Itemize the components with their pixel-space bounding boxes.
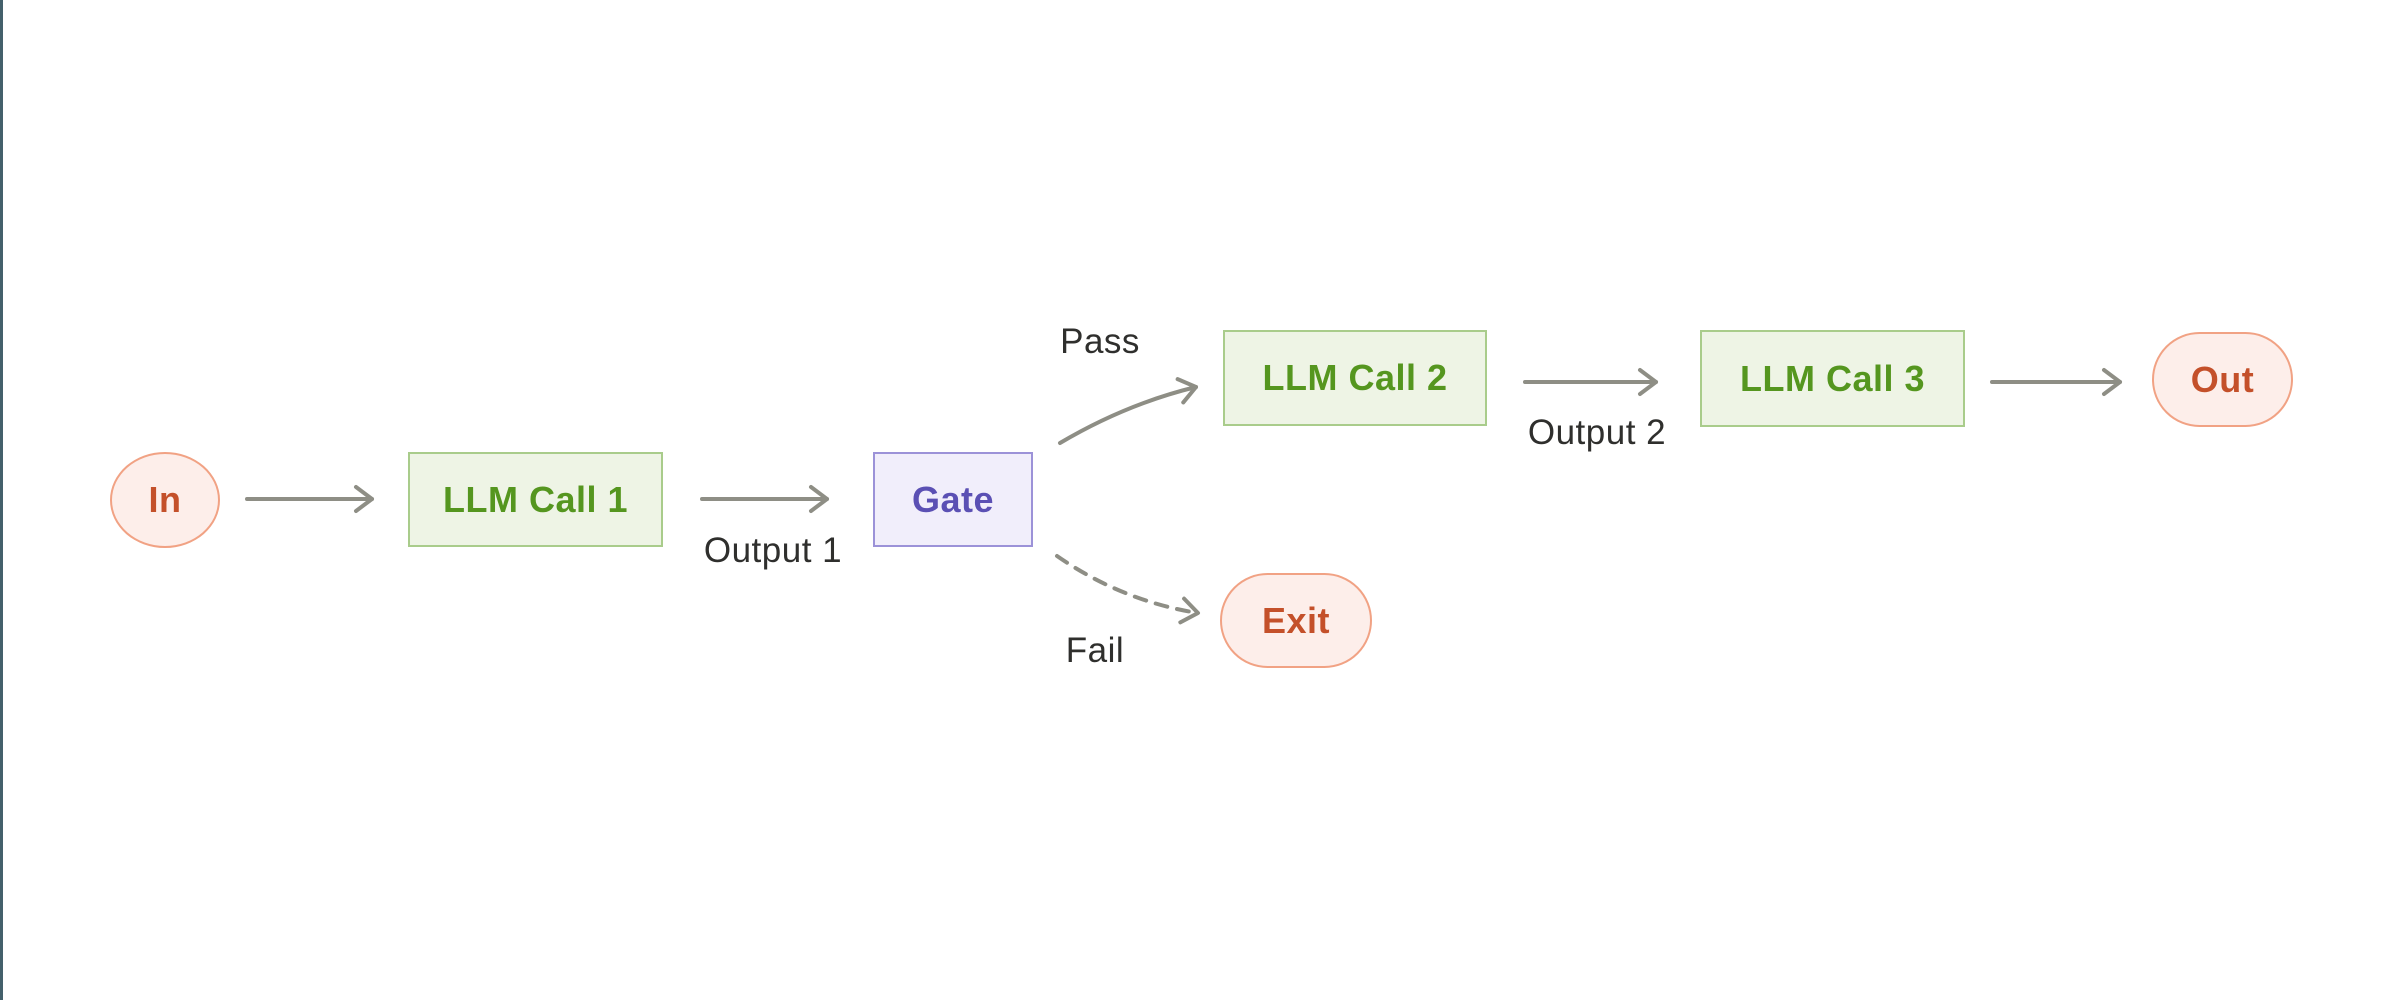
- edge-label-fail: Fail: [1065, 631, 1125, 670]
- node-in: In: [110, 452, 220, 548]
- edge-label-output-1: Output 1: [703, 531, 843, 570]
- edge-label-output-2: Output 2: [1527, 413, 1667, 452]
- arrow-gate-to-exit-fail: [1055, 554, 1200, 625]
- node-out: Out: [2152, 332, 2293, 427]
- edge-label-pass: Pass: [1060, 322, 1140, 361]
- node-exit-label: Exit: [1261, 599, 1331, 641]
- node-llm-call-2: LLM Call 2: [1223, 330, 1487, 426]
- window-edge-divider: [0, 0, 3, 1000]
- node-gate: Gate: [873, 452, 1033, 547]
- node-gate-label: Gate: [911, 478, 995, 520]
- node-exit: Exit: [1220, 573, 1372, 668]
- node-llm-call-2-label: LLM Call 2: [1262, 357, 1448, 398]
- node-in-label: In: [148, 479, 182, 520]
- node-llm-call-1-label: LLM Call 1: [442, 478, 629, 520]
- node-llm-call-3-label: LLM Call 3: [1739, 357, 1926, 399]
- arrow-gate-to-llm2-pass: [1058, 377, 1198, 445]
- node-out-label: Out: [2190, 358, 2255, 400]
- node-llm-call-3: LLM Call 3: [1700, 330, 1965, 427]
- node-llm-call-1: LLM Call 1: [408, 452, 663, 547]
